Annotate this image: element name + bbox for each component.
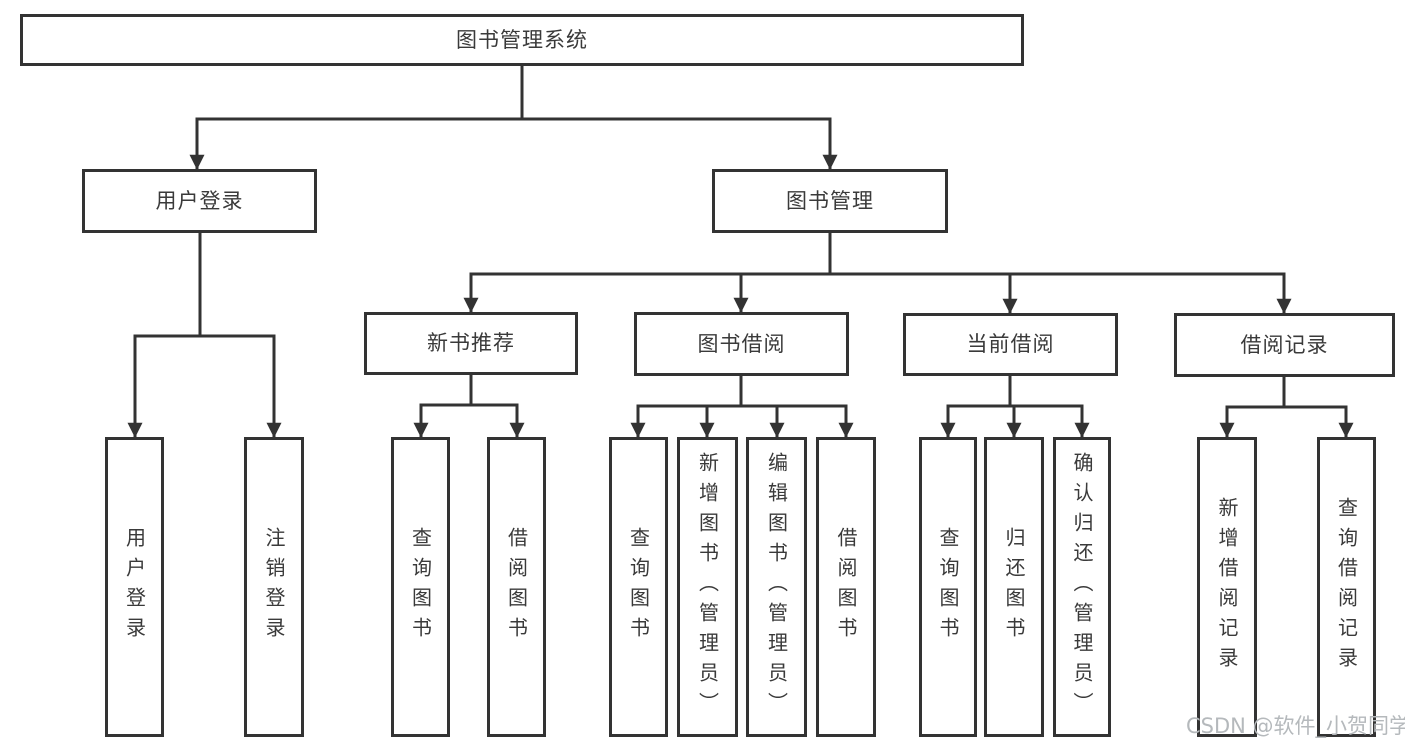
leaf-confirm-return-admin: 确认归还（管理员）: [1053, 437, 1111, 737]
leaf-label: 注销登录: [262, 527, 286, 647]
leaf-query-borrow-record: 查询借阅记录: [1317, 437, 1376, 737]
leaf-label: 确认归还（管理员）: [1070, 452, 1094, 722]
leaf-label: 查询图书: [626, 527, 651, 647]
edge-root-user-login: [189, 66, 524, 170]
node-label: 新书推荐: [427, 331, 515, 355]
leaf-label: 编辑图书（管理员）: [764, 452, 789, 722]
leaf-add-book-admin: 新增图书（管理员）: [677, 437, 738, 737]
leaf-query-books-recommend: 查询图书: [391, 437, 450, 737]
leaf-borrow-books-recommend: 借阅图书: [487, 437, 546, 737]
edge-newbook-query: [413, 375, 473, 438]
edge-records-query: [1282, 377, 1354, 438]
leaf-label: 借阅图书: [504, 527, 529, 647]
edge-newbook-borrow: [469, 375, 525, 438]
leaf-user-login: 用户登录: [105, 437, 164, 737]
leaf-label: 新增图书（管理员）: [695, 452, 720, 722]
leaf-label: 借阅图书: [834, 527, 858, 647]
edge-userlogin-logout: [198, 233, 282, 438]
leaf-label: 归还图书: [1002, 527, 1026, 647]
leaf-return-book: 归还图书: [984, 437, 1044, 737]
edge-bookmgmt-bookborrow: [733, 233, 832, 313]
leaf-label: 新增借阅记录: [1215, 497, 1239, 677]
leaf-edit-book-admin: 编辑图书（管理员）: [746, 437, 807, 737]
node-label: 借阅记录: [1240, 332, 1329, 357]
leaf-label: 用户登录: [122, 527, 147, 647]
node-current-borrowing: 当前借阅: [903, 313, 1118, 376]
edge-userlogin-login: [127, 233, 202, 438]
node-label: 图书借阅: [697, 331, 786, 356]
node-label: 当前借阅: [966, 332, 1055, 356]
watermark: CSDN @软件_小贺同学: [1186, 714, 1405, 738]
edge-bookmgmt-borrowrecords: [828, 233, 1292, 314]
leaf-query-books-current: 查询图书: [919, 437, 977, 737]
edge-currentborrow-query: [940, 376, 1012, 438]
edge-records-add: [1219, 377, 1286, 438]
edge-currentborrow-confirm: [1008, 376, 1090, 438]
leaf-logout: 注销登录: [244, 437, 304, 737]
leaf-query-books-borrowing: 查询图书: [609, 437, 668, 737]
node-label: 图书管理: [786, 188, 874, 213]
leaf-label: 查询图书: [408, 527, 433, 647]
node-borrowing-records: 借阅记录: [1174, 313, 1395, 377]
leaf-label: 查询借阅记录: [1334, 497, 1359, 677]
node-label: 图书管理系统: [456, 27, 588, 52]
node-book-borrowing: 图书借阅: [634, 312, 849, 376]
node-book-management: 图书管理: [712, 169, 948, 233]
edge-bookborrow-borrow: [739, 376, 854, 438]
node-library-management-system: 图书管理系统: [20, 14, 1024, 66]
edge-bookborrow-add: [699, 376, 743, 438]
edge-root-book-management: [520, 66, 838, 170]
node-label: 用户登录: [155, 188, 244, 213]
leaf-add-borrow-record: 新增借阅记录: [1197, 437, 1257, 737]
leaf-label: 查询图书: [936, 527, 960, 647]
leaf-borrow-books: 借阅图书: [816, 437, 876, 737]
node-user-login: 用户登录: [82, 169, 317, 233]
node-new-book-recommend: 新书推荐: [364, 312, 578, 375]
